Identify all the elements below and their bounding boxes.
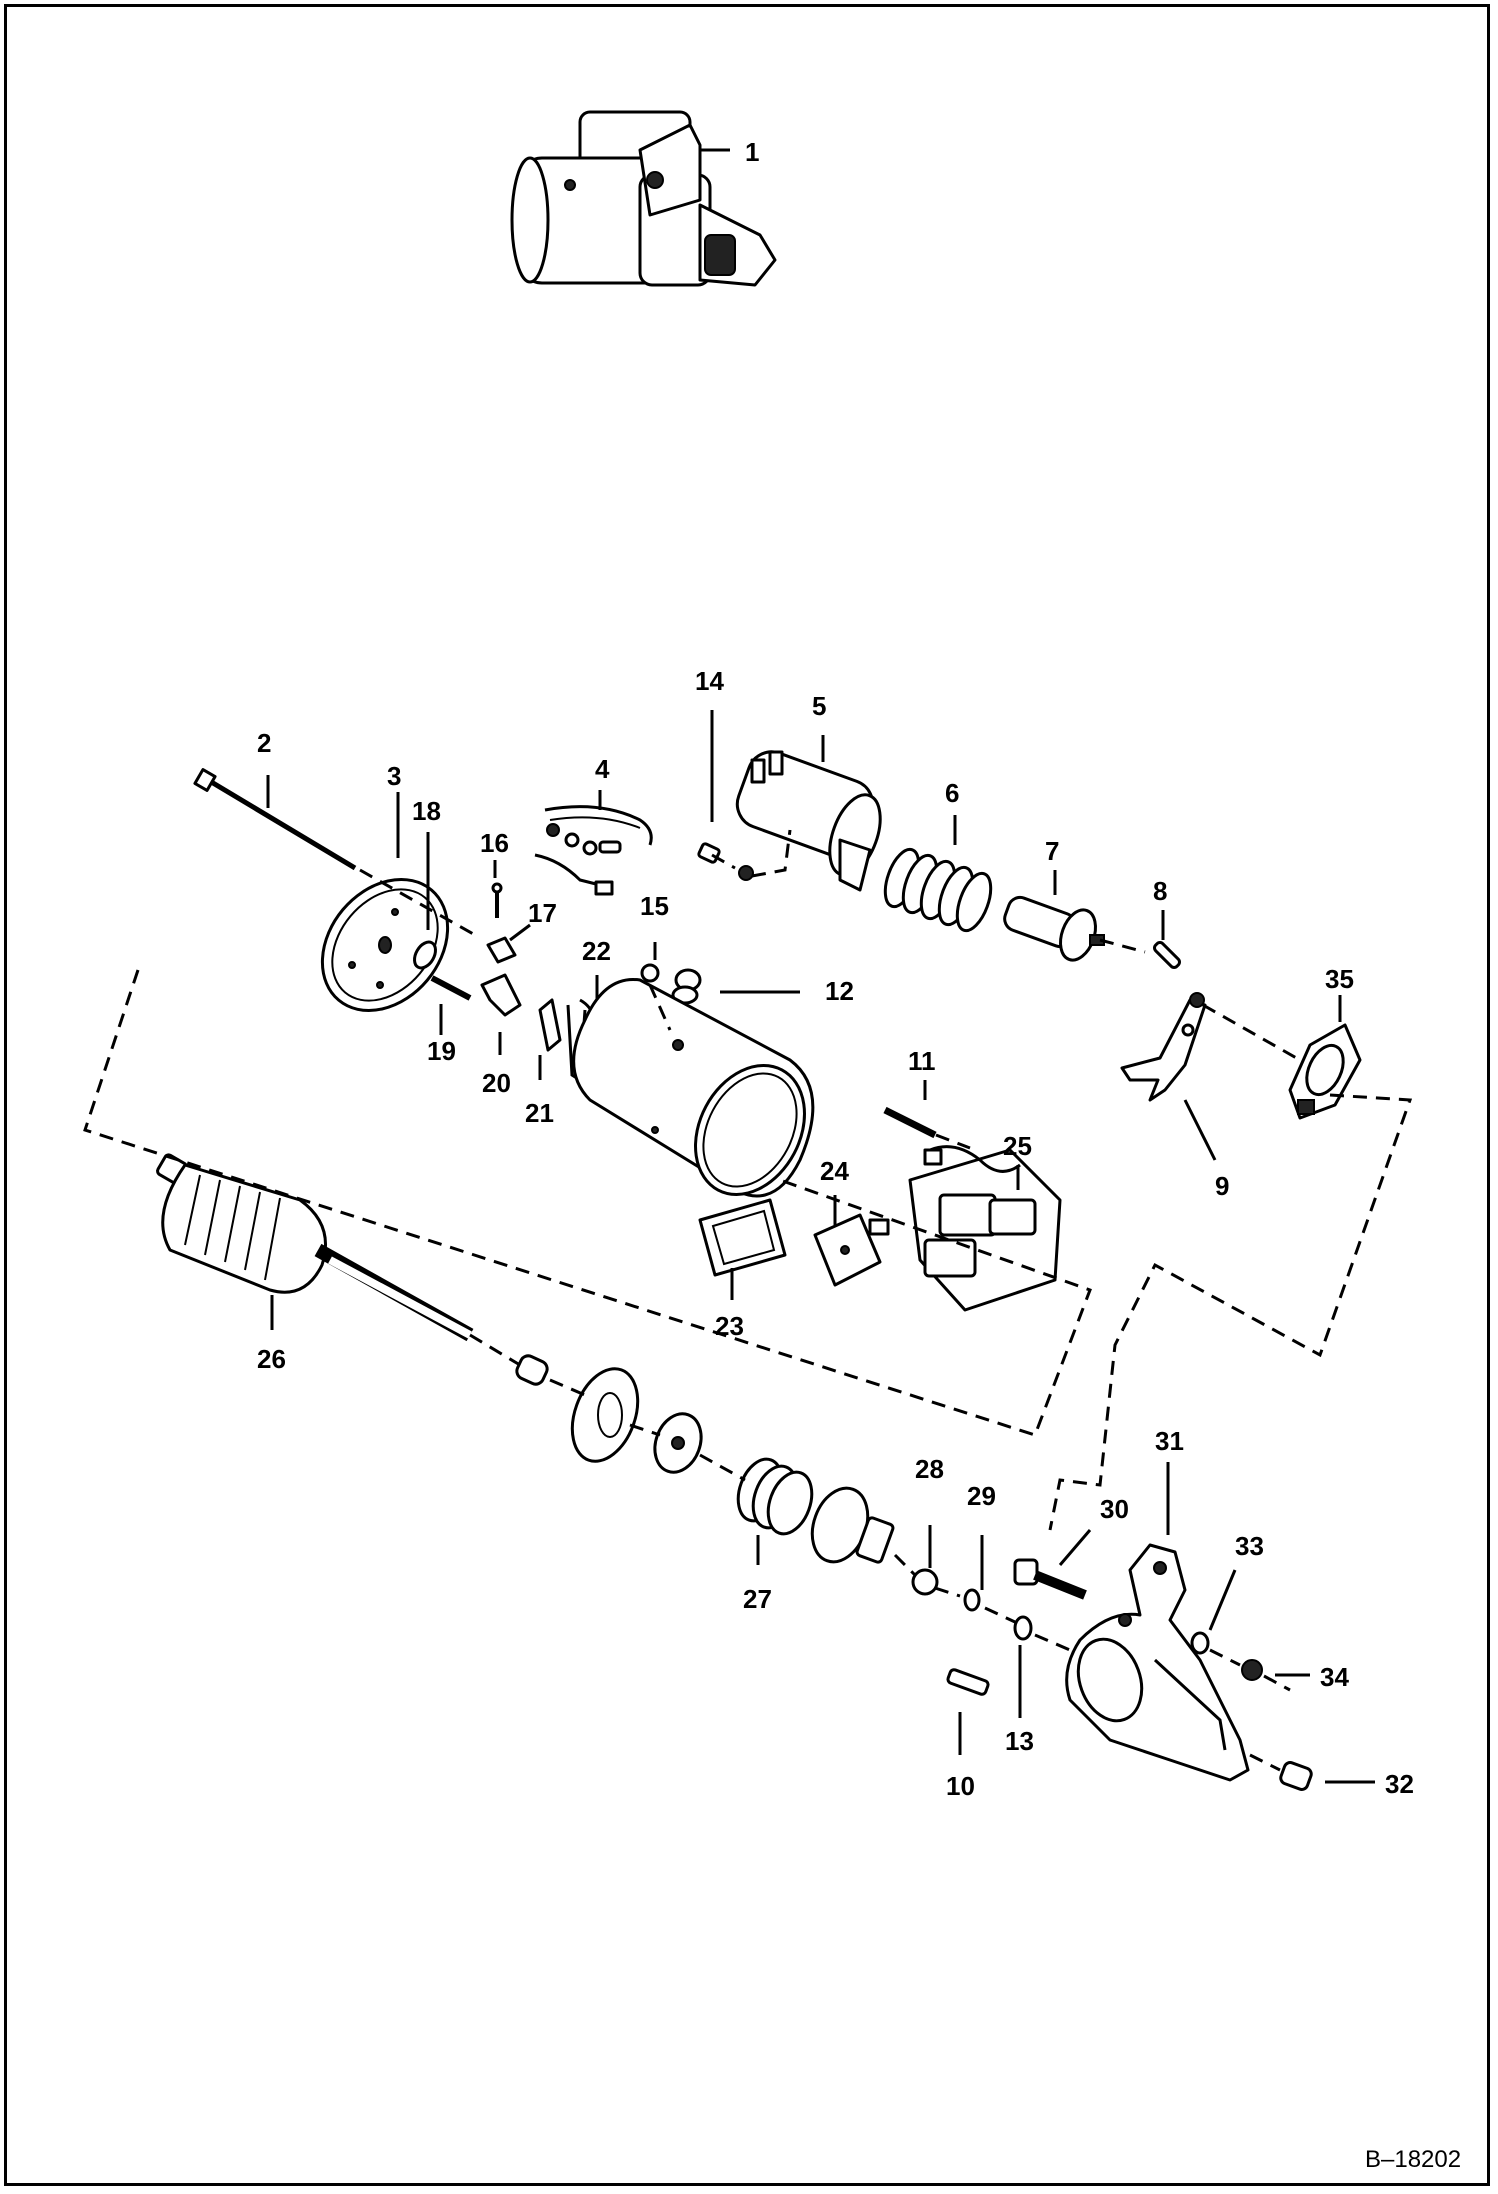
- assembly-lines: [83, 829, 1413, 1772]
- callout-35: 35: [1325, 964, 1354, 994]
- pin: [1153, 941, 1181, 969]
- callout-28: 28: [915, 1454, 944, 1484]
- thrust-washer: [653, 1412, 703, 1474]
- callout-31: 31: [1155, 1426, 1184, 1456]
- callout-21: 21: [525, 1098, 554, 1128]
- center-bearing-plate: [570, 1367, 640, 1463]
- callout-23: 23: [715, 1311, 744, 1341]
- callout-5: 5: [812, 691, 826, 721]
- plunger-spring: [883, 847, 993, 933]
- callout-18: 18: [412, 796, 441, 826]
- brush-lead-assembly: [534, 805, 653, 896]
- brush-holder-assembly: [868, 1145, 1062, 1312]
- callout-20: 20: [482, 1068, 511, 1098]
- callout-33: 33: [1235, 1531, 1264, 1561]
- through-bolt: [193, 768, 357, 871]
- pin: [946, 1668, 990, 1696]
- diagram-frame: [4, 4, 1490, 2186]
- callout-17: 17: [528, 898, 557, 928]
- callout-2: 2: [257, 728, 271, 758]
- plunger: [1003, 895, 1105, 962]
- bushing: [671, 968, 702, 1005]
- callout-26: 26: [257, 1344, 286, 1374]
- callout-9: 9: [1215, 1171, 1229, 1201]
- solenoid: [735, 750, 882, 892]
- callout-3: 3: [387, 761, 401, 791]
- callout-10: 10: [946, 1771, 975, 1801]
- callout-11: 11: [908, 1046, 936, 1076]
- bushing: [515, 1354, 549, 1386]
- armature: [156, 1153, 474, 1342]
- callout-25: 25: [1003, 1131, 1032, 1161]
- bolt: [883, 1106, 937, 1139]
- callout-27: 27: [743, 1584, 772, 1614]
- callout-labels: 1 2 3 4 5 6 7 8 9 10 11 12 13 14 15 16 1…: [257, 137, 1414, 1801]
- callout-19: 19: [427, 1036, 456, 1066]
- end-frame-plate: [320, 877, 450, 1013]
- retaining-ring: [963, 1588, 981, 1612]
- nut: [1241, 1659, 1263, 1681]
- callout-14: 14: [695, 666, 724, 696]
- callout-24: 24: [820, 1156, 849, 1186]
- callout-15: 15: [640, 891, 669, 921]
- callout-32: 32: [1385, 1769, 1414, 1799]
- brush: [813, 1213, 882, 1287]
- collar: [911, 1568, 939, 1596]
- washer: [1013, 1615, 1033, 1641]
- bolt: [1013, 1558, 1087, 1600]
- grommet: [640, 963, 660, 983]
- callout-22: 22: [582, 936, 611, 966]
- assembled-starter: [510, 110, 777, 287]
- callout-6: 6: [945, 778, 959, 808]
- washer: [413, 940, 437, 970]
- callout-4: 4: [595, 754, 610, 784]
- insulator: [698, 1198, 787, 1277]
- drive-housing: [1065, 1543, 1250, 1782]
- field-frame-housing: [572, 978, 815, 1198]
- lock-washer: [1190, 1631, 1210, 1655]
- leader-lines: [266, 148, 1375, 1784]
- figure-id: B–18202: [1365, 2146, 1461, 2173]
- drive-assembly: [736, 1457, 895, 1564]
- nut: [738, 865, 754, 881]
- callout-29: 29: [967, 1481, 996, 1511]
- shift-lever: [1120, 992, 1207, 1102]
- callout-7: 7: [1045, 836, 1059, 866]
- callout-16: 16: [480, 828, 509, 858]
- callout-34: 34: [1320, 1662, 1349, 1692]
- callout-13: 13: [1005, 1726, 1034, 1756]
- callout-30: 30: [1100, 1494, 1129, 1524]
- screw: [697, 842, 721, 864]
- gasket: [1288, 1023, 1362, 1120]
- callout-1: 1: [745, 137, 759, 167]
- bushing: [1279, 1761, 1313, 1791]
- screw: [430, 975, 472, 1001]
- callout-8: 8: [1153, 876, 1167, 906]
- callout-12: 12: [825, 976, 854, 1006]
